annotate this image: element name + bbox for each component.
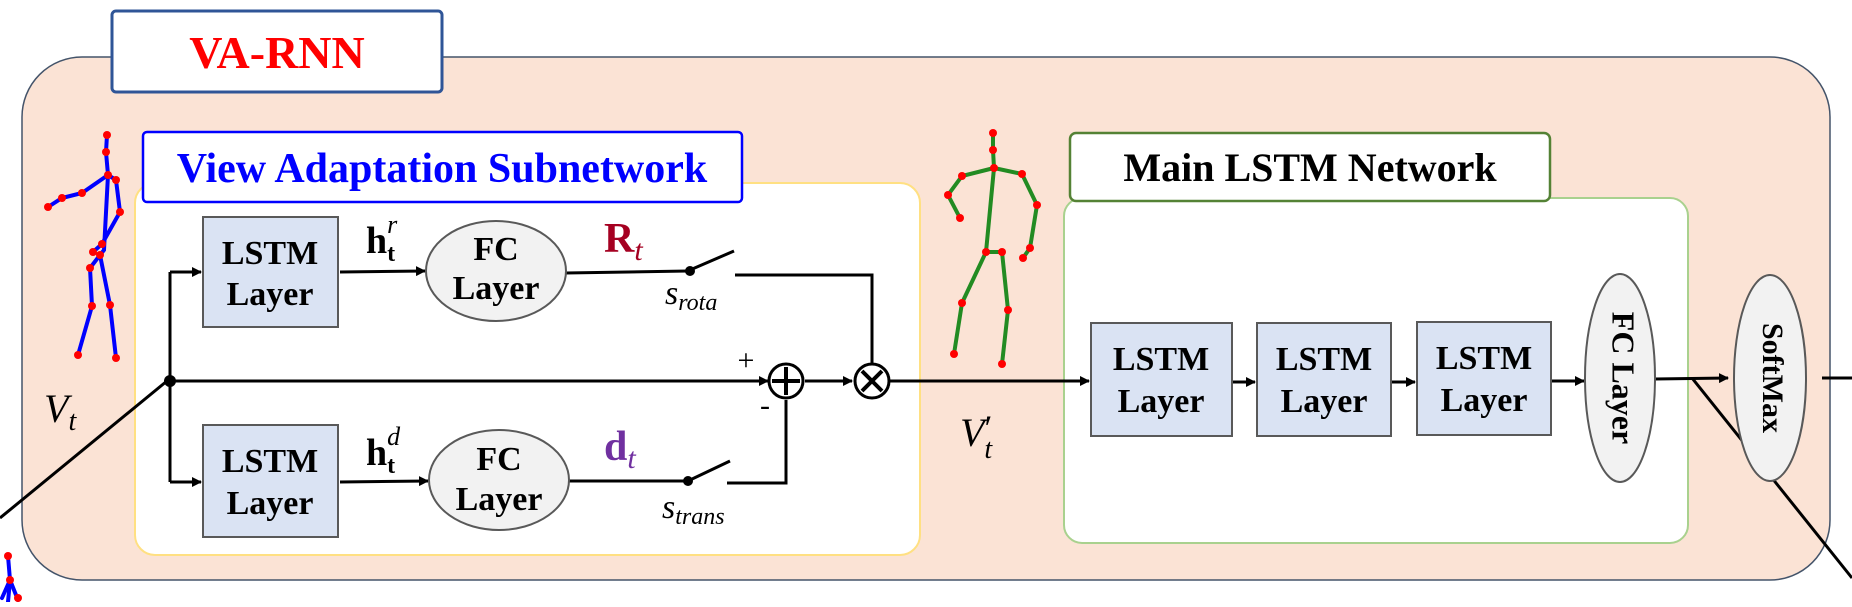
main-lstm-3-line2: Layer [1441, 382, 1528, 419]
main-lstm-1 [1090, 322, 1233, 437]
main-lstm-2 [1256, 322, 1392, 437]
main-lstm-1-line2: Layer [1118, 383, 1205, 420]
va-lstm-bottom-line2: Layer [227, 485, 314, 522]
subnetwork-title-box [141, 130, 744, 204]
va-fc-top-line2: Layer [453, 270, 540, 307]
main-lstm-2-line2: Layer [1281, 383, 1368, 420]
switch-rota-pivot [685, 266, 695, 276]
minus-sign: - [760, 389, 770, 422]
switch-trans-pivot [683, 476, 693, 486]
softmax-label: SoftMax [1756, 323, 1789, 433]
va-fc-bottom [428, 429, 570, 531]
skeleton-partial-icon [0, 552, 22, 604]
main-lstm-1-line1: LSTM [1113, 341, 1209, 378]
main-fc-label: FC Layer [1606, 312, 1642, 444]
va-fc-top [425, 220, 567, 322]
plus-sign: + [738, 344, 755, 377]
connections [0, 249, 1852, 579]
label-h-r: htr [366, 210, 398, 267]
main-lstm-2-line1: LSTM [1276, 341, 1372, 378]
va-lstm-top-line2: Layer [227, 276, 314, 313]
split-junction [164, 375, 176, 387]
main-network-title: Main LSTM Network [1123, 145, 1497, 190]
va-fc-top-line1: FC [473, 231, 518, 268]
va-lstm-top [202, 216, 339, 328]
va-lstm-bottom [202, 424, 339, 538]
label-V-t-prime: V′t [960, 408, 993, 465]
multiply-operator-icon [853, 362, 891, 400]
va-rnn-title-box [110, 9, 444, 94]
va-lstm-top-line1: LSTM [222, 235, 318, 272]
label-V-t: Vt [44, 386, 77, 437]
label-s-trans: strans [662, 489, 725, 530]
label-h-d: htd [366, 422, 401, 479]
main-network-title-box [1068, 131, 1552, 203]
main-lstm-3 [1416, 321, 1552, 436]
va-fc-bottom-line2: Layer [456, 481, 543, 518]
label-d-t: dt [604, 424, 636, 475]
main-lstm-3-line1: LSTM [1436, 340, 1532, 377]
label-R-t: Rt [604, 216, 643, 267]
va-lstm-bottom-line1: LSTM [222, 443, 318, 480]
add-operator-icon [767, 362, 805, 400]
skeleton-input-icon [44, 131, 124, 362]
subnetwork-title: View Adaptation Subnetwork [177, 146, 708, 192]
va-rnn-title: VA-RNN [189, 27, 365, 78]
main-fc-layer [1584, 273, 1656, 483]
skeleton-adapted-icon [944, 129, 1041, 368]
label-s-rota: srota [665, 275, 717, 316]
softmax-layer [1733, 274, 1807, 482]
va-fc-bottom-line1: FC [476, 441, 521, 478]
